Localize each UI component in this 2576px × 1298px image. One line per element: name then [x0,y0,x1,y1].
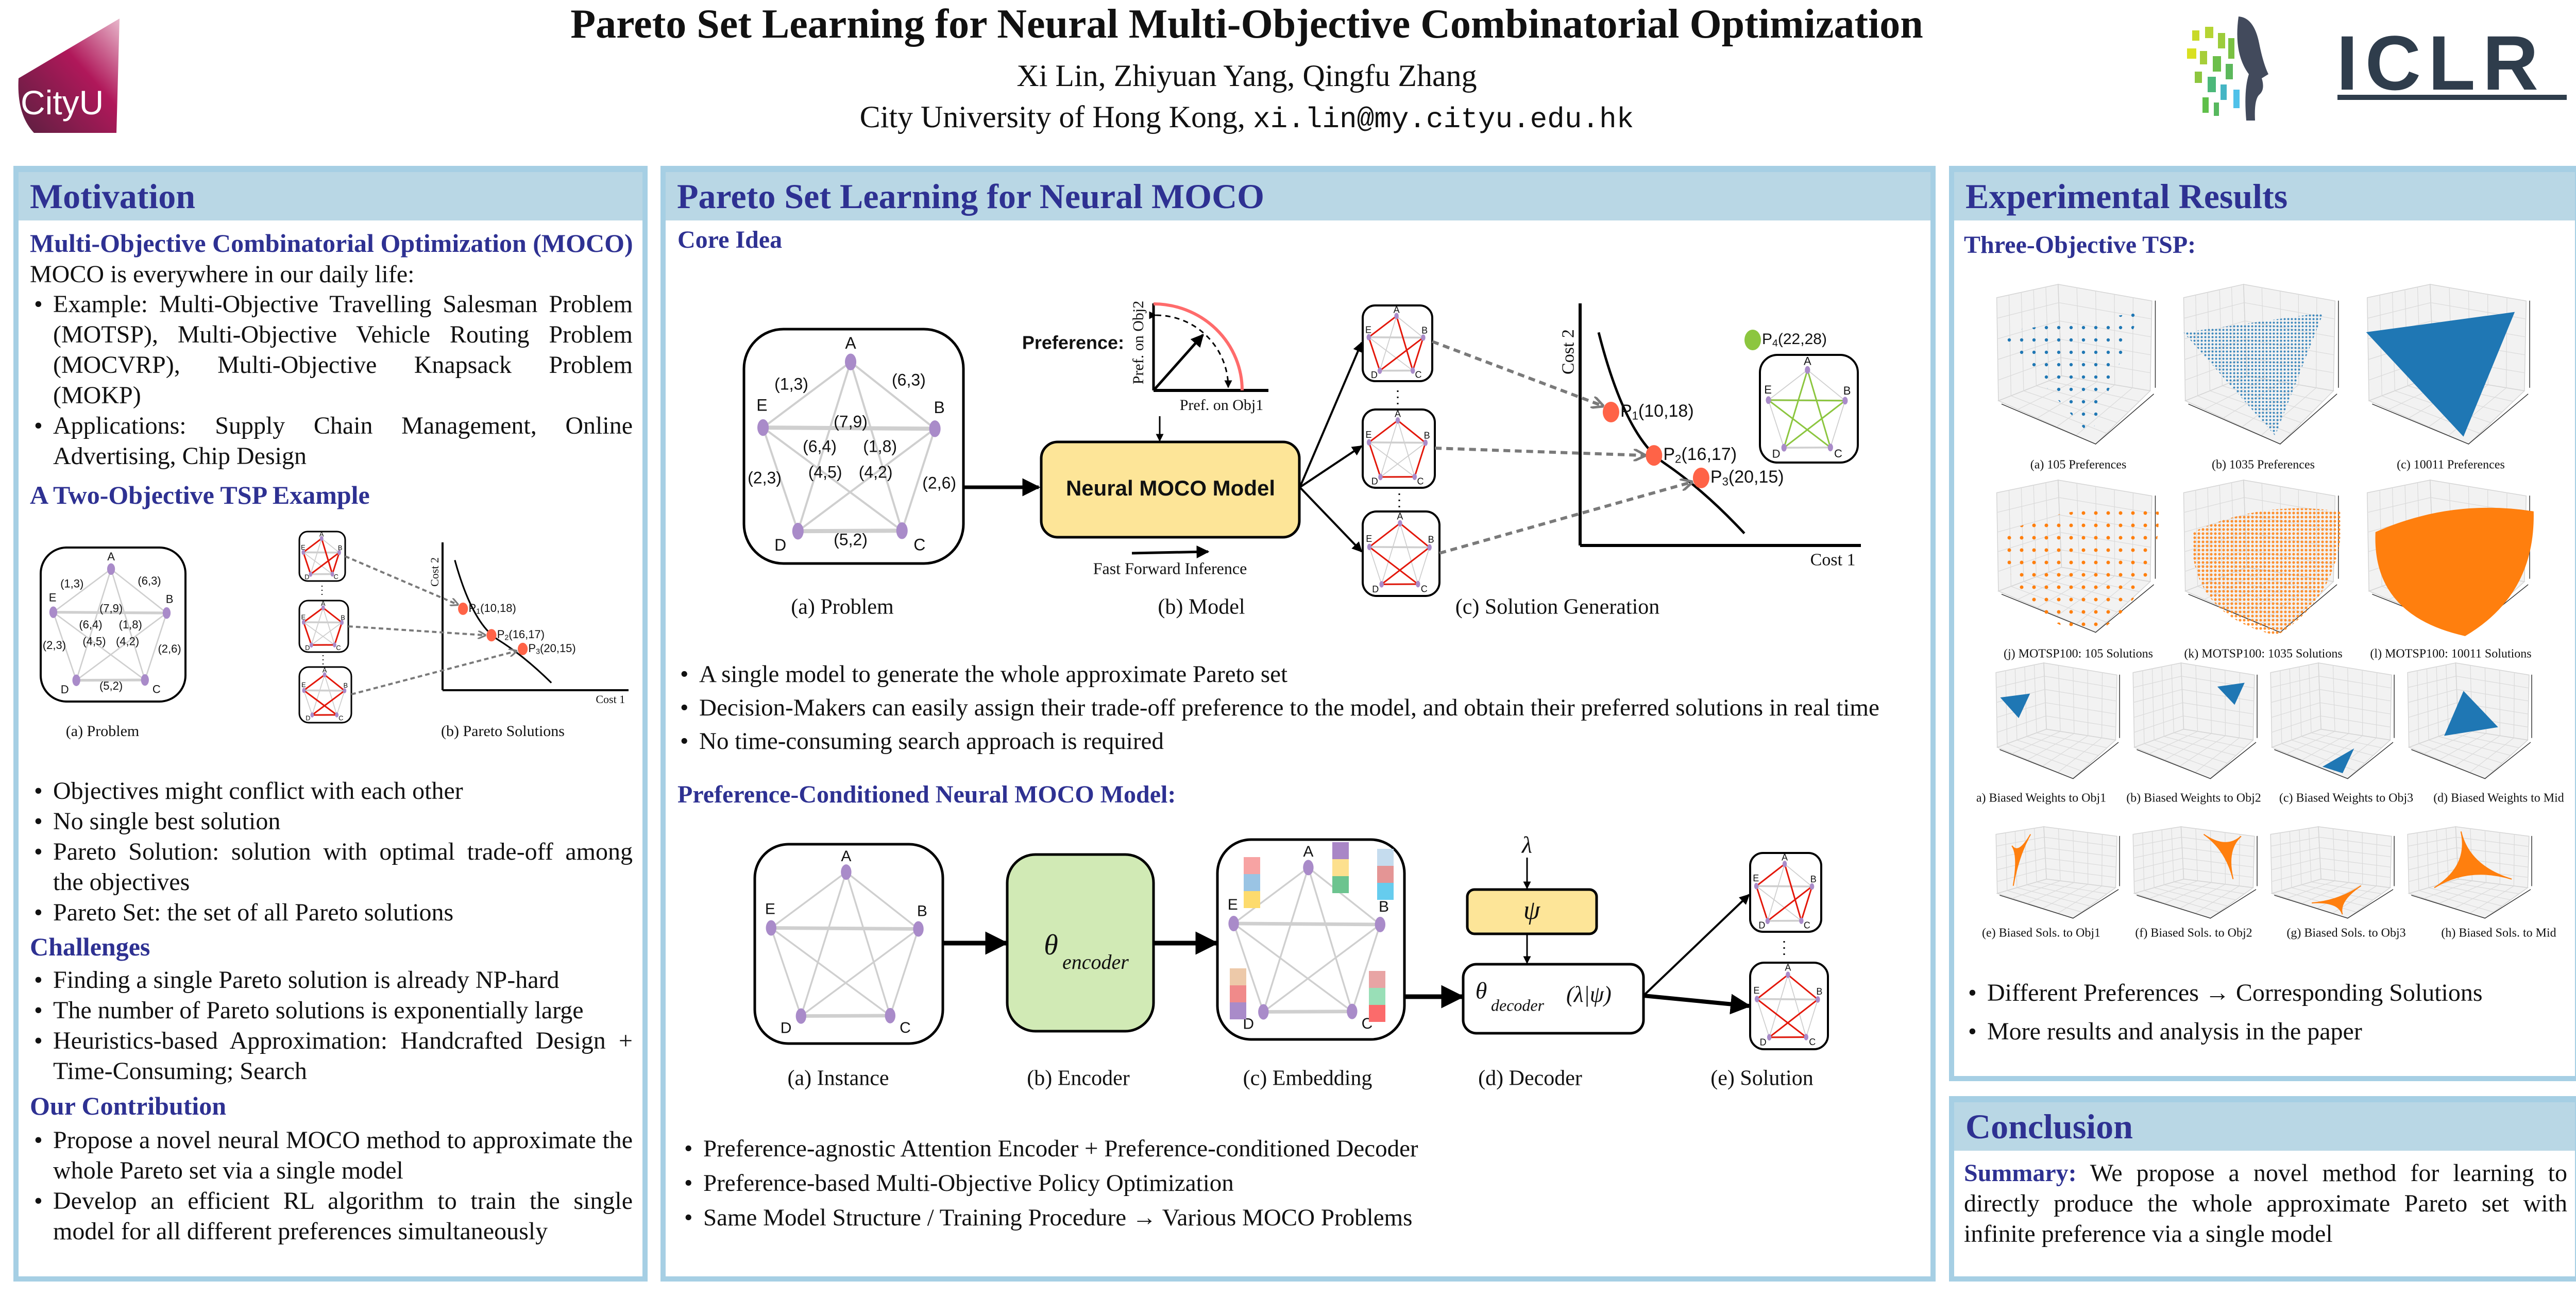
list-item: Objectives might conflict with each othe… [30,776,633,806]
conflict-bullets: Objectives might conflict with each othe… [30,776,633,928]
motivation-title: Motivation [30,177,196,216]
list-item: Preference-agnostic Attention Encoder + … [680,1132,1917,1166]
list-item: A single model to generate the whole app… [676,658,1923,691]
list-item: Pareto Solution: solution with optimal t… [30,836,633,897]
list-item: Heuristics-based Approximation: Handcraf… [30,1026,633,1086]
poster-affiliation: City University of Hong Kong, xi.lin@my.… [0,99,2494,138]
list-item: Decision-Makers can easily assign their … [676,691,1923,725]
results-title: Experimental Results [1965,177,2288,216]
results-bullets: Different Preferences → Corresponding So… [1964,973,2567,1051]
conclusion-summary: Summary: We propose a novel method for l… [1964,1158,2567,1249]
core-idea-heading: Core Idea [677,226,783,253]
core-bullets: A single model to generate the whole app… [676,658,1923,758]
moco-intro: MOCO is everywhere in our daily life: [30,261,415,288]
list-item: Example: Multi-Objective Travelling Sale… [30,289,633,411]
list-item: Same Model Structure / Training Procedur… [680,1201,1917,1235]
list-item: Propose a novel neural MOCO method to ap… [30,1125,633,1186]
summary-text: We propose a novel method for learning t… [1964,1159,2567,1248]
conclusion-panel: Conclusion [1949,1096,2576,1282]
contribution-heading: Our Contribution [30,1091,227,1120]
model-bullets: Preference-agnostic Attention Encoder + … [680,1132,1917,1235]
moco-heading: Multi-Objective Combinatorial Optimizati… [30,229,633,258]
cityu-logo-text: CityU [21,83,104,122]
three-objective-heading: Three-Objective TSP: [1964,231,2196,259]
list-item: Applications: Supply Chain Management, O… [30,411,633,471]
method-header: Pareto Set Learning for Neural MOCO [666,172,1930,220]
iclr-logo-text: ICLR [2336,20,2546,106]
affiliation-text: City University of Hong Kong, [859,100,1253,134]
conclusion-title: Conclusion [1965,1107,2133,1146]
list-item: No time-consuming search approach is req… [676,725,1923,758]
author-email[interactable]: xi.lin@my.cityu.edu.hk [1252,103,1634,136]
cityu-logo: CityU [13,16,125,133]
iclr-logo: ICLR [2177,12,2576,121]
conclusion-header: Conclusion [1954,1102,2575,1151]
tsp-example-heading: A Two-Objective TSP Example [30,481,370,509]
motivation-header: Motivation [19,172,642,220]
list-item: Preference-based Multi-Objective Policy … [680,1166,1917,1201]
challenges-heading: Challenges [30,932,150,961]
list-item: The number of Pareto solutions is expone… [30,995,633,1026]
list-item: Different Preferences → Corresponding So… [1964,973,2567,1012]
iclr-pixel-icon [2187,27,2240,116]
challenges-bullets: Finding a single Pareto solution is alre… [30,965,633,1086]
list-item: Finding a single Pareto solution is alre… [30,965,633,995]
poster-authors: Xi Lin, Zhiyuan Yang, Qingfu Zhang [1016,59,1477,93]
results-panel: Experimental Results [1949,166,2576,1081]
poster-title: Pareto Set Learning for Neural Multi-Obj… [570,2,1923,47]
method-title: Pareto Set Learning for Neural MOCO [677,177,1265,216]
list-item: Pareto Set: the set of all Pareto soluti… [30,897,633,928]
results-header: Experimental Results [1954,172,2575,220]
list-item: No single best solution [30,806,633,836]
list-item: More results and analysis in the paper [1964,1012,2567,1051]
list-item: Develop an efficient RL algorithm to tra… [30,1186,633,1246]
summary-label: Summary: [1964,1159,2077,1187]
model-heading: Preference-Conditioned Neural MOCO Model… [677,781,1176,808]
moco-bullets: Example: Multi-Objective Travelling Sale… [30,289,633,471]
contribution-bullets: Propose a novel neural MOCO method to ap… [30,1125,633,1246]
